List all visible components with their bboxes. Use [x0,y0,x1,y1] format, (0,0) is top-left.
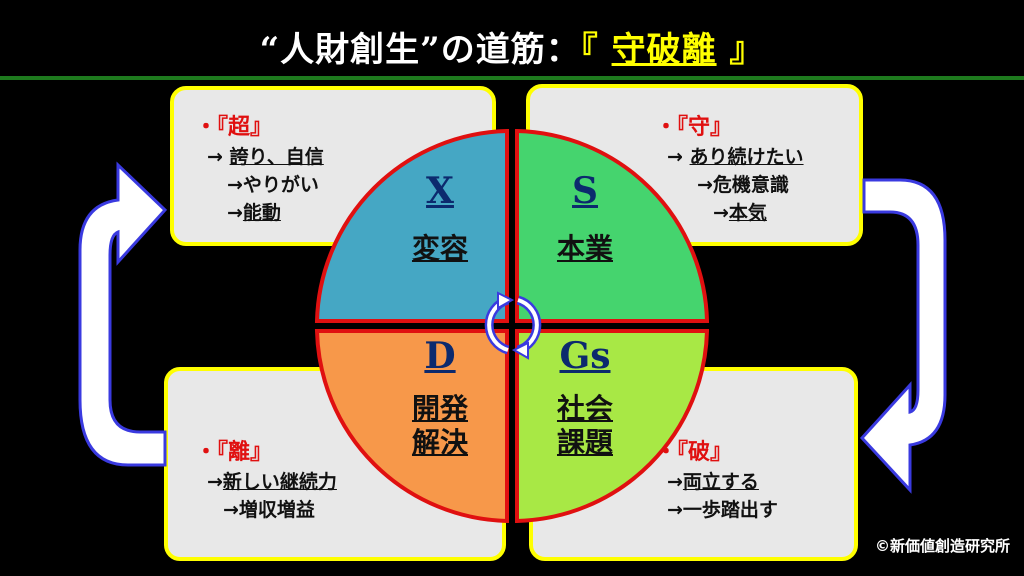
arrow-text: → [227,202,243,224]
title-divider [0,76,1024,80]
box-shu-heading: ・『守』 [655,115,733,140]
line-yarigai: →やりがい [227,174,319,196]
box-cho-heading: ・『超』 [195,115,273,140]
title-keyword: 守破離 [611,30,717,70]
cycle-icon [484,291,542,360]
line-balance: 両立する [682,471,759,493]
copyright: ©新価値創造研究所 [874,537,1010,555]
box-cho-text: ・『超』 → 誇り、自信 →やりがい →能動 [195,113,324,227]
quadrant-d-label-1: 開発 [411,392,468,425]
page-title: “人財創生”の道筋：『 守破離 』 [0,22,1024,71]
line-sustain: あり続けたい [689,146,804,168]
quadrant-x [314,128,509,323]
quadrant-x-letter: X [426,170,454,212]
box-ha-text: ・『破』 →両立する →一歩踏出す [655,438,778,524]
line-serious: 本気 [728,202,767,224]
quadrant-gs [515,329,710,524]
cycle-arrow-right [859,178,947,494]
quadrant-gs-label-1: 社会 [556,392,613,425]
arrow-text: → [207,471,223,493]
quadrant-s [515,128,710,323]
title-bracket-close: 』 [716,30,765,70]
quadrant-s-label: 本業 [556,232,613,265]
box-ha-heading: ・『破』 [655,440,733,465]
arrow-text: → [667,146,690,168]
quadrant-gs-letter: Gs [559,335,611,377]
box-shu-text: ・『守』 → あり続けたい →危機意識 →本気 [655,113,804,227]
quadrant-d [314,329,509,524]
line-pride: 誇り、自信 [229,146,324,168]
line-active: 能動 [242,202,281,224]
box-ri-heading: ・『離』 [195,440,273,465]
quadrant-d-letter: D [424,335,456,377]
quadrant-x-label: 変容 [411,232,468,265]
quadrant-gs-label-2: 課題 [556,426,613,459]
box-ri-text: ・『離』 →新しい継続力 →増収増益 [195,438,337,524]
title-prefix: “人財創生”の道筋： [259,30,581,70]
arrow-text: → [713,202,729,224]
quadrant-d-label-2: 解決 [411,426,468,459]
line-new-continuity: 新しい継続力 [222,471,337,493]
arrow-text: → [207,146,230,168]
line-step-forward: →一歩踏出す [667,499,778,521]
title-highlight: 『 守破離 』 [581,30,765,70]
title-bracket-open: 『 [580,30,612,70]
quadrant-s-letter: S [572,170,598,212]
cycle-arrow-left [78,161,168,467]
arrow-text: → [667,471,683,493]
line-crisis: →危機意識 [697,174,789,196]
line-growth: →増収増益 [223,499,315,521]
